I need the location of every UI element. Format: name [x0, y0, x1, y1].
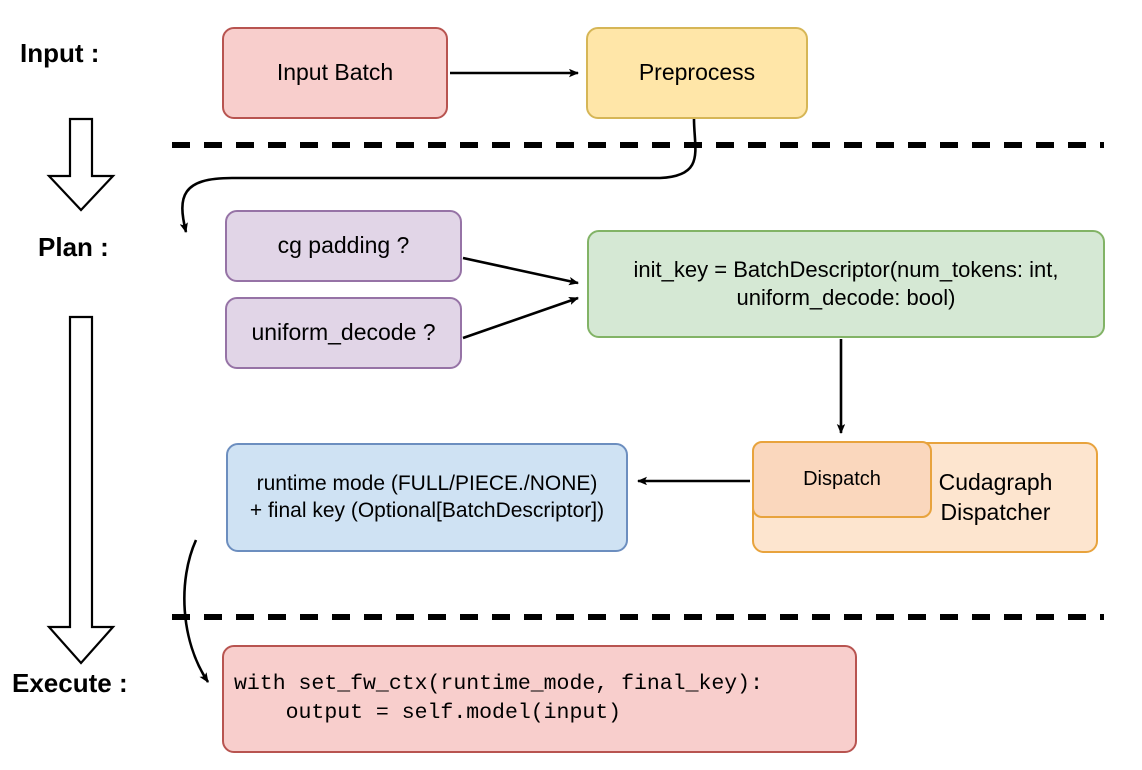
node-execute-code-text: with set_fw_ctx(runtime_mode, final_key)… — [234, 671, 763, 725]
node-input-batch[interactable]: Input Batch — [222, 27, 448, 119]
stage-label-input: Input : — [20, 38, 100, 68]
node-cg-padding[interactable]: cg padding ? — [225, 210, 462, 282]
edge-cg-padding-to-init-key — [462, 256, 579, 286]
node-runtime-mode[interactable]: runtime mode (FULL/PIECE./NONE) + final … — [226, 443, 628, 552]
node-init-key-line1: init_key = BatchDescriptor(num_tokens: i… — [633, 256, 1059, 282]
node-uniform-decode-label: uniform_decode ? — [251, 319, 436, 346]
node-init-key-line2: uniform_decode: bool) — [736, 285, 956, 310]
node-input-batch-label: Input Batch — [276, 59, 394, 86]
node-init-key[interactable]: init_key = BatchDescriptor(num_tokens: i… — [587, 230, 1105, 338]
node-dispatch-label: Dispatch — [803, 467, 881, 490]
plan-to-execute-arrow — [46, 315, 116, 665]
node-execute-code[interactable]: with set_fw_ctx(runtime_mode, final_key)… — [222, 645, 857, 753]
node-cudagraph-dispatcher-line1: Cudagraph — [938, 469, 1053, 496]
edge-uniform-decode-to-init-key — [462, 296, 579, 340]
input-to-plan-arrow — [46, 117, 116, 212]
node-preprocess-label: Preprocess — [638, 59, 756, 86]
node-cg-padding-label: cg padding ? — [277, 232, 410, 259]
node-dispatch[interactable]: Dispatch — [752, 441, 932, 518]
node-preprocess[interactable]: Preprocess — [586, 27, 808, 119]
node-uniform-decode[interactable]: uniform_decode ? — [225, 297, 462, 369]
stage-label-plan: Plan : — [38, 232, 109, 262]
node-runtime-mode-line1: runtime mode (FULL/PIECE./NONE) — [256, 471, 598, 495]
stage-label-execute: Execute : — [12, 668, 128, 698]
node-cudagraph-dispatcher-line2: Dispatcher — [940, 498, 1051, 525]
edge-runtime-mode-to-execute-code — [183, 539, 210, 683]
node-runtime-mode-line2: + final key (Optional[BatchDescriptor]) — [249, 498, 605, 522]
